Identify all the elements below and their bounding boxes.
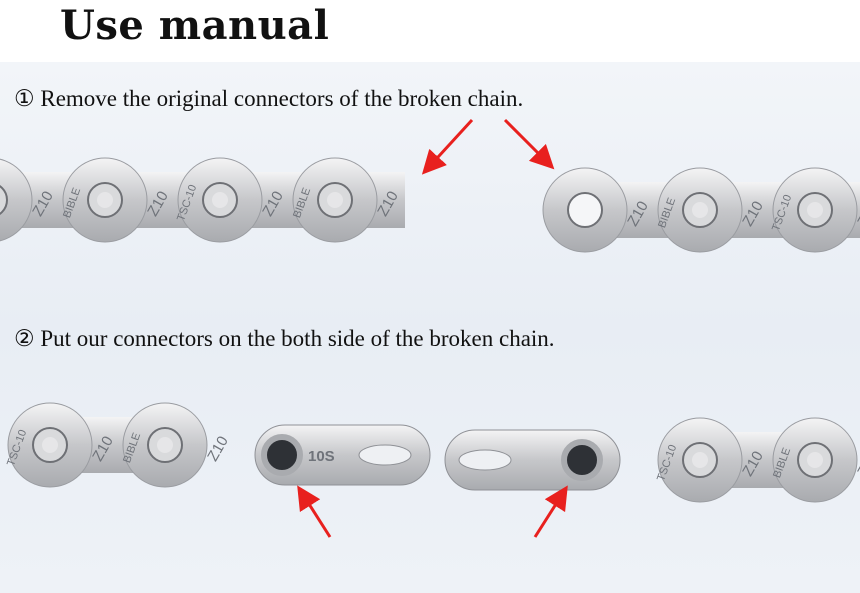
connector-slot [458,449,512,471]
step-2-instruction: ② Put our connectors on the both side of… [14,326,555,351]
pin-center [692,202,708,218]
empty-pin-hole [567,192,603,228]
red-arrows [297,118,568,538]
quick-link-connector [254,424,431,486]
arrow-icon [503,118,555,170]
chain-link [0,158,33,242]
connector-pin [261,434,303,476]
step-1-instruction: ① Remove the original connectors of the … [14,86,524,111]
pin-center [327,192,343,208]
pin-center [97,192,113,208]
arrow-icon [533,485,568,538]
page-title: Use manual [60,2,330,49]
pin-center [212,192,228,208]
arrow-icon [297,485,332,538]
chain-pin [0,185,8,215]
pin-center [807,452,823,468]
connector-marking: 10S [308,448,335,465]
chain-marking: Z10 [204,433,232,464]
connector-slot [358,444,412,466]
arrow-icon [421,118,474,175]
connector-pin [561,439,603,481]
pin-center [807,202,823,218]
pin-center [157,437,173,453]
pin-center [692,452,708,468]
pin-center [42,437,58,453]
